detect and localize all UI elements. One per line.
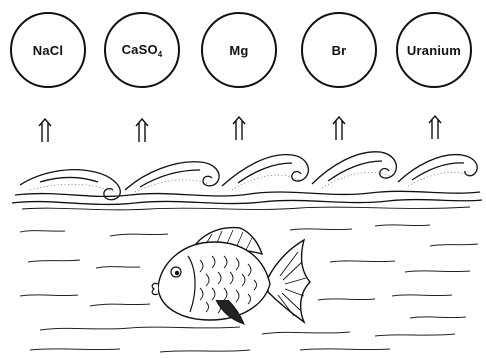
wave-crests [20,152,477,200]
fish-icon [152,228,310,324]
wave-band [12,191,482,210]
